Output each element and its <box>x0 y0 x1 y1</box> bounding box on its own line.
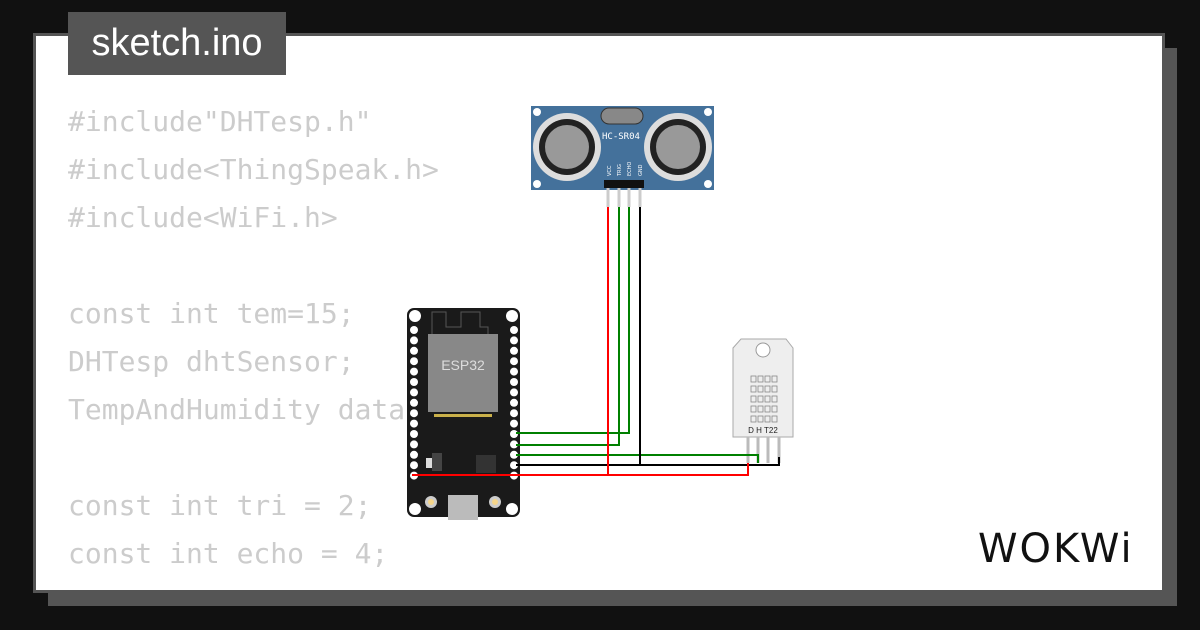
esp32-board[interactable]: ESP32 <box>407 308 520 520</box>
esp32-pin <box>510 367 518 376</box>
code-line: #include"DHTesp.h" <box>68 105 372 138</box>
dht-vent <box>750 395 757 403</box>
esp32-pin <box>410 440 418 449</box>
esp32-pin <box>410 409 418 418</box>
wire-trig <box>516 207 620 446</box>
dht-vent <box>750 375 757 383</box>
dht-vent <box>757 415 764 423</box>
dht-vent <box>771 395 778 403</box>
dht-vent <box>764 375 771 383</box>
dht-vent <box>750 385 757 393</box>
esp32-pin <box>410 388 418 397</box>
dht-vent <box>764 415 771 423</box>
esp32-pin <box>410 326 418 334</box>
code-preview: #include"DHTesp.h" #include<ThingSpeak.h>… <box>68 98 439 590</box>
esp32-pin <box>410 450 418 459</box>
transducer-left <box>533 113 601 181</box>
dht-vent <box>771 375 778 383</box>
file-tab[interactable]: sketch.ino <box>68 12 286 75</box>
esp32-pin <box>510 409 518 418</box>
dht-vent <box>757 395 764 403</box>
code-line: const int tem=15; <box>68 297 355 330</box>
dht-vent <box>757 385 764 393</box>
hc-sr04-sensor[interactable]: HC-SR04 VCC TRIG ECHO GND <box>531 106 714 207</box>
esp32-pin <box>510 419 518 428</box>
esp32-pin <box>410 461 418 470</box>
wire-vcc-dht <box>412 463 749 476</box>
dht-vent <box>764 405 771 413</box>
code-line: #include<WiFi.h> <box>68 201 338 234</box>
dht-vent <box>771 405 778 413</box>
esp32-pin <box>410 398 418 407</box>
esp32-pin <box>510 398 518 407</box>
wokwi-logo: WOKWi <box>978 526 1134 572</box>
esp32-pin <box>510 388 518 397</box>
dht-vent <box>757 405 764 413</box>
esp32-pin <box>410 336 418 345</box>
esp32-label: ESP32 <box>441 357 485 373</box>
esp32-pin <box>410 346 418 355</box>
esp32-pin <box>410 419 418 428</box>
code-line: const int tri = 2; <box>68 489 372 522</box>
esp32-pin <box>510 450 518 459</box>
hc-sr04-label: HC-SR04 <box>602 132 640 142</box>
dht-vent <box>757 375 764 383</box>
code-line: float duration; <box>68 578 439 590</box>
code-line: DHTesp dhtSensor; <box>68 345 355 378</box>
esp32-pin <box>510 440 518 449</box>
transducer-right <box>644 113 712 181</box>
wire-gnd <box>516 207 641 466</box>
dht-vent <box>750 405 757 413</box>
code-line: #include<ThingSpeak.h> <box>68 153 439 186</box>
wire-echo <box>516 207 630 434</box>
dht-vent <box>771 385 778 393</box>
esp32-pin <box>410 430 418 438</box>
esp32-pin <box>510 357 518 366</box>
code-line: const int echo = 4; <box>68 537 389 570</box>
esp32-pin <box>510 346 518 355</box>
esp32-pin <box>410 367 418 376</box>
dht-vent <box>764 395 771 403</box>
esp32-pin <box>410 357 418 366</box>
pin-label-gnd: GND <box>638 164 644 176</box>
esp32-pin <box>410 378 418 386</box>
pin-label-vcc: VCC <box>607 165 613 176</box>
esp32-pin <box>510 336 518 345</box>
dht22-sensor[interactable]: D H T22 <box>732 338 794 463</box>
dht-vent <box>764 385 771 393</box>
dht-vent <box>750 415 757 423</box>
dht-vent <box>771 415 778 423</box>
esp32-pin <box>510 461 518 470</box>
esp32-pin <box>510 378 518 386</box>
pin-label-echo: ECHO <box>627 162 633 176</box>
wire-dht-data <box>516 454 759 463</box>
dht22-label: D H T22 <box>748 426 778 435</box>
esp32-pin <box>510 326 518 334</box>
wire-gnd-dht <box>640 457 780 466</box>
pin-label-trig: TRIG <box>617 164 623 177</box>
